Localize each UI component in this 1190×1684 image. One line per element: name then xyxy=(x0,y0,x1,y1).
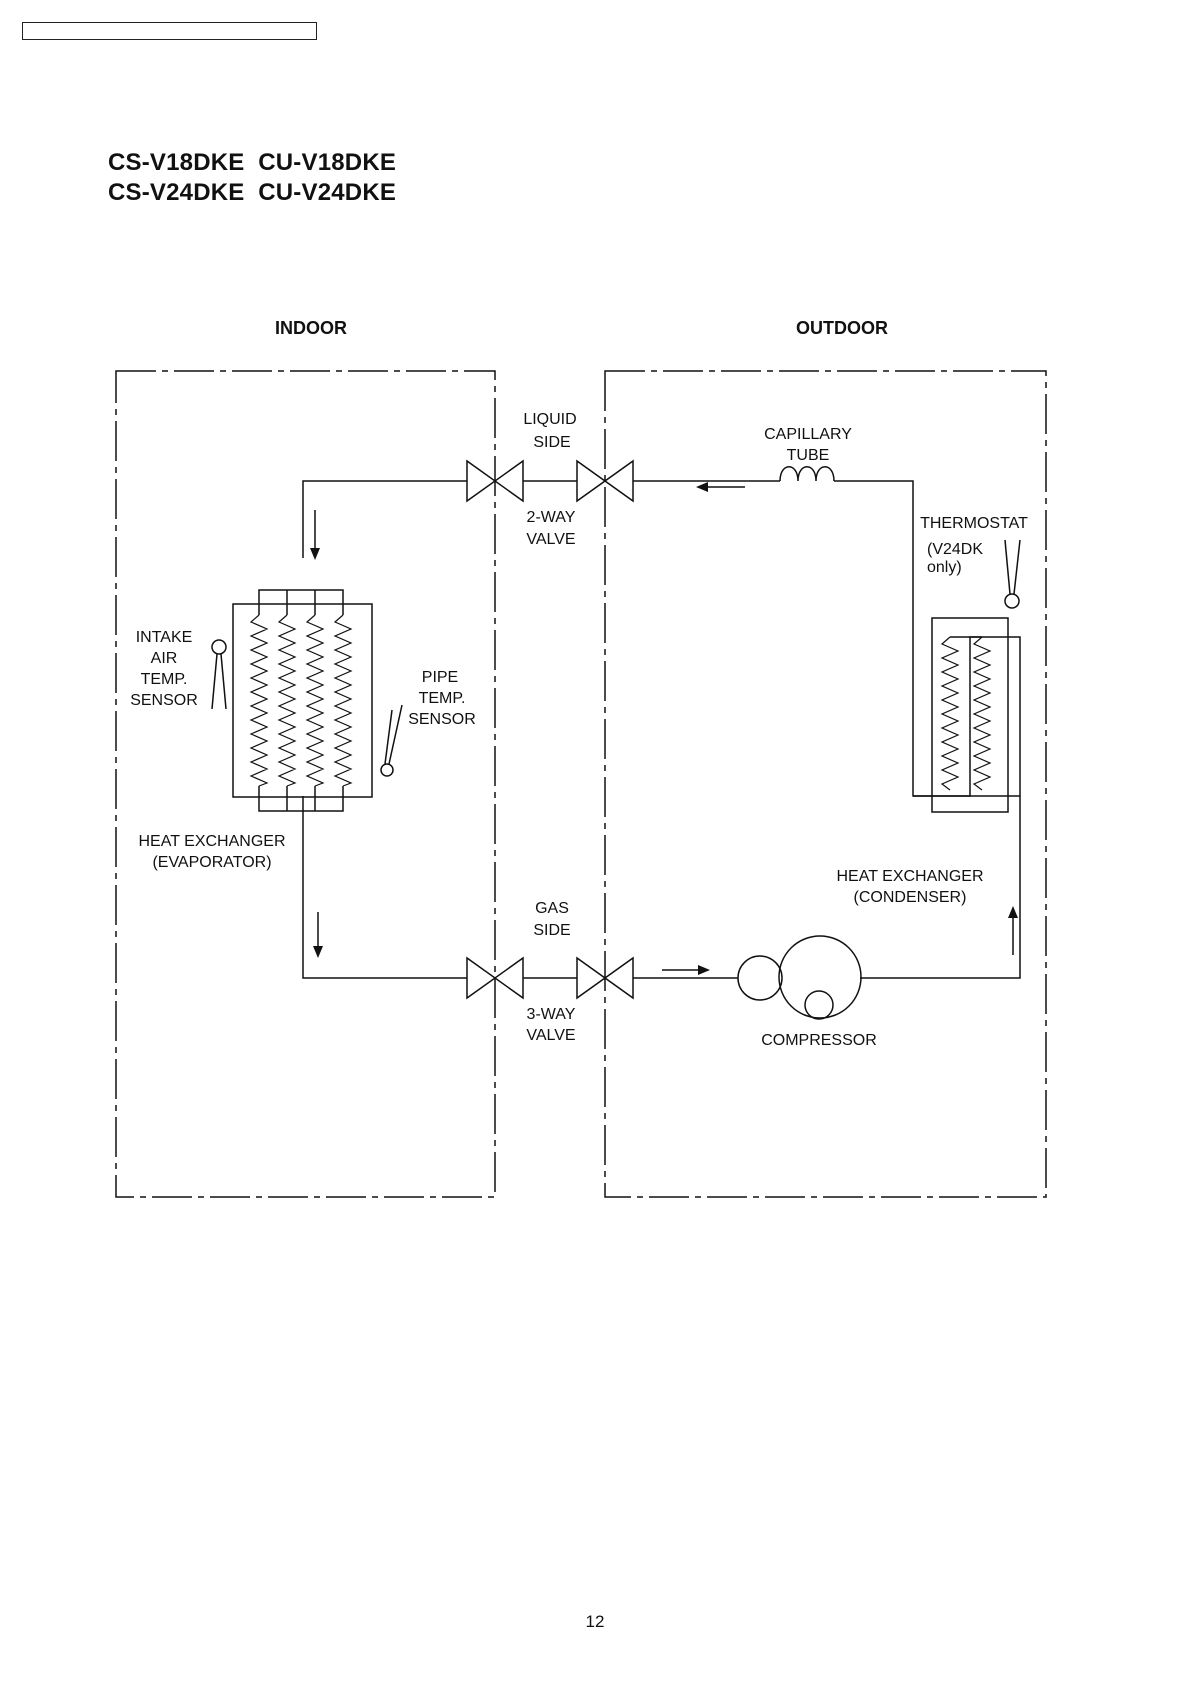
three-way-valve-label: 3-WAY xyxy=(527,1006,576,1023)
gas-side-label: SIDE xyxy=(533,922,570,939)
evaporator-icon xyxy=(233,590,372,811)
liquid-side-label: SIDE xyxy=(533,434,570,451)
condenser-label: (CONDENSER) xyxy=(854,889,967,906)
flow-arrow-icon xyxy=(662,965,710,975)
outdoor-unit-boundary xyxy=(605,371,1046,1197)
flow-arrow-icon xyxy=(1008,906,1018,955)
thermostat-icon xyxy=(1005,540,1020,608)
intake-air-sensor-label: TEMP. xyxy=(141,671,188,688)
condenser-label: HEAT EXCHANGER xyxy=(837,868,984,885)
three-way-valve-label: VALVE xyxy=(526,1027,575,1044)
thermostat-note: only) xyxy=(927,559,962,576)
two-way-valve-label: 2-WAY xyxy=(527,509,576,526)
flow-arrow-icon xyxy=(310,510,320,560)
pipe-temp-sensor-label: TEMP. xyxy=(419,690,466,707)
liquid-side-label: LIQUID xyxy=(523,411,576,428)
page-number: 12 xyxy=(0,1612,1190,1632)
thermostat-label: THERMOSTAT xyxy=(920,515,1028,532)
intake-air-sensor-label: AIR xyxy=(151,650,178,667)
intake-air-sensor-label: SENSOR xyxy=(130,692,198,709)
intake-air-sensor-label: INTAKE xyxy=(136,629,193,646)
pipe-temp-sensor-label: PIPE xyxy=(422,669,458,686)
flow-arrow-icon xyxy=(313,912,323,958)
pipe-temp-sensor-icon xyxy=(381,705,402,776)
capillary-tube-label: CAPILLARY xyxy=(764,426,852,443)
evaporator-label: HEAT EXCHANGER xyxy=(139,833,286,850)
two-way-valve-label: VALVE xyxy=(526,531,575,548)
indoor-unit-boundary xyxy=(116,371,495,1197)
capillary-tube-label: TUBE xyxy=(787,447,830,464)
indoor-heading: INDOOR xyxy=(275,318,347,338)
intake-air-sensor-icon xyxy=(212,640,226,709)
pipe-temp-sensor-label: SENSOR xyxy=(408,711,476,728)
flow-arrow-icon xyxy=(696,482,745,492)
capillary-tube-icon xyxy=(780,467,834,481)
outdoor-heading: OUTDOOR xyxy=(796,318,888,338)
thermostat-note: (V24DK xyxy=(927,541,983,558)
gas-side-label: GAS xyxy=(535,900,569,917)
compressor-icon xyxy=(738,936,861,1019)
compressor-label: COMPRESSOR xyxy=(761,1032,877,1049)
condenser-icon xyxy=(913,618,1020,812)
evaporator-label: (EVAPORATOR) xyxy=(152,854,271,871)
